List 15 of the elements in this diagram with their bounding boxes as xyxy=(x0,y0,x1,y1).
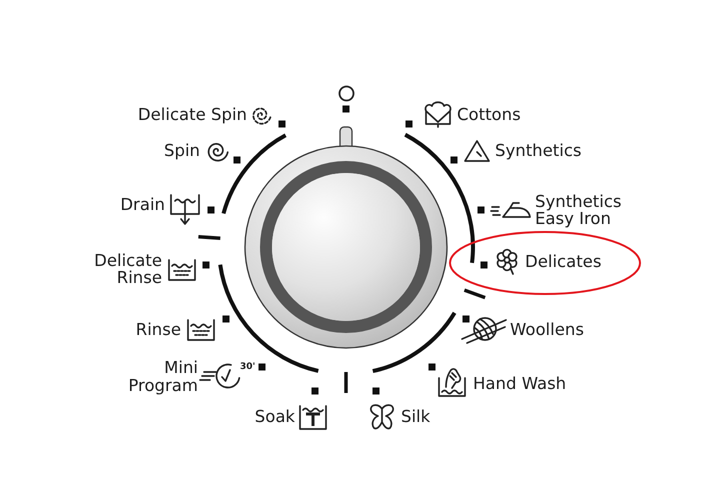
program-label: Silk xyxy=(401,408,430,426)
program-label: Synthetics Easy Iron xyxy=(535,192,622,226)
program-label: Woollens xyxy=(510,321,584,339)
program-label: Cottons xyxy=(457,106,521,124)
program-label: Synthetics xyxy=(495,142,582,160)
program-label: Delicates xyxy=(525,253,602,271)
program-label: Drain xyxy=(120,196,165,214)
program-label: Rinse xyxy=(136,321,181,339)
program-label: Hand Wash xyxy=(473,375,566,393)
program-label: Delicate Rinse xyxy=(94,252,162,286)
duration-label: 30' xyxy=(240,362,256,372)
program-label: Soak xyxy=(254,408,295,426)
program-label: Mini Program xyxy=(128,359,198,395)
program-label: Delicate Spin xyxy=(138,106,247,124)
program-label: Spin xyxy=(164,142,200,160)
